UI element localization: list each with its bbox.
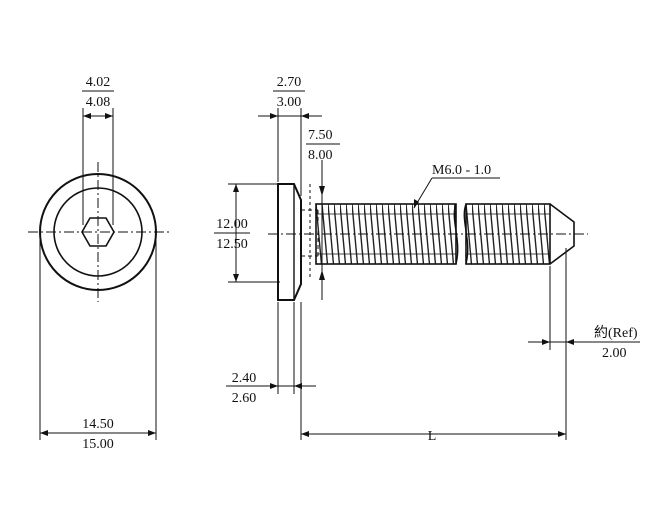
dia-dim-max: 15.00	[82, 437, 114, 452]
arrow	[542, 339, 550, 345]
arrow	[233, 274, 239, 282]
arrow	[294, 383, 302, 389]
arrow	[233, 184, 239, 192]
length-label: L	[428, 429, 437, 444]
arrow	[40, 430, 48, 436]
tip-ref-label: 約(Ref)	[594, 325, 638, 341]
arrow	[105, 113, 113, 119]
flange-dim-max: 2.60	[232, 391, 257, 406]
hex-dim-min: 4.02	[86, 75, 111, 90]
arrow	[270, 113, 278, 119]
arrow	[301, 113, 309, 119]
flange-dim-min: 2.40	[232, 371, 257, 386]
screw-head	[277, 183, 302, 301]
hex-dim-max: 4.08	[86, 95, 111, 110]
dia-dim-min: 14.50	[82, 417, 114, 432]
arrow	[319, 270, 325, 280]
thread-spec-label: M6.0 - 1.0	[432, 163, 491, 178]
sock-dim-min: 12.00	[216, 217, 248, 232]
headh-dim-max: 3.00	[277, 95, 302, 110]
arrow	[558, 431, 566, 437]
arrow	[270, 383, 278, 389]
side-view: 2.70 3.00 7.50 8.00 M6.0 - 1.0 12.00 12.…	[214, 75, 640, 444]
neck-dim-min: 7.50	[308, 128, 333, 143]
arrow	[83, 113, 91, 119]
arrow	[301, 431, 309, 437]
arrow	[319, 186, 325, 196]
arrow	[414, 199, 419, 208]
front-view: 4.02 4.08 14.50 15.00	[28, 75, 170, 452]
break-mark-left	[453, 203, 459, 265]
headh-dim-min: 2.70	[277, 75, 302, 90]
sock-dim-max: 12.50	[216, 237, 248, 252]
arrow	[148, 430, 156, 436]
tip-dim-value: 2.00	[602, 346, 627, 361]
arrow	[566, 339, 574, 345]
neck-dim-max: 8.00	[308, 148, 333, 163]
